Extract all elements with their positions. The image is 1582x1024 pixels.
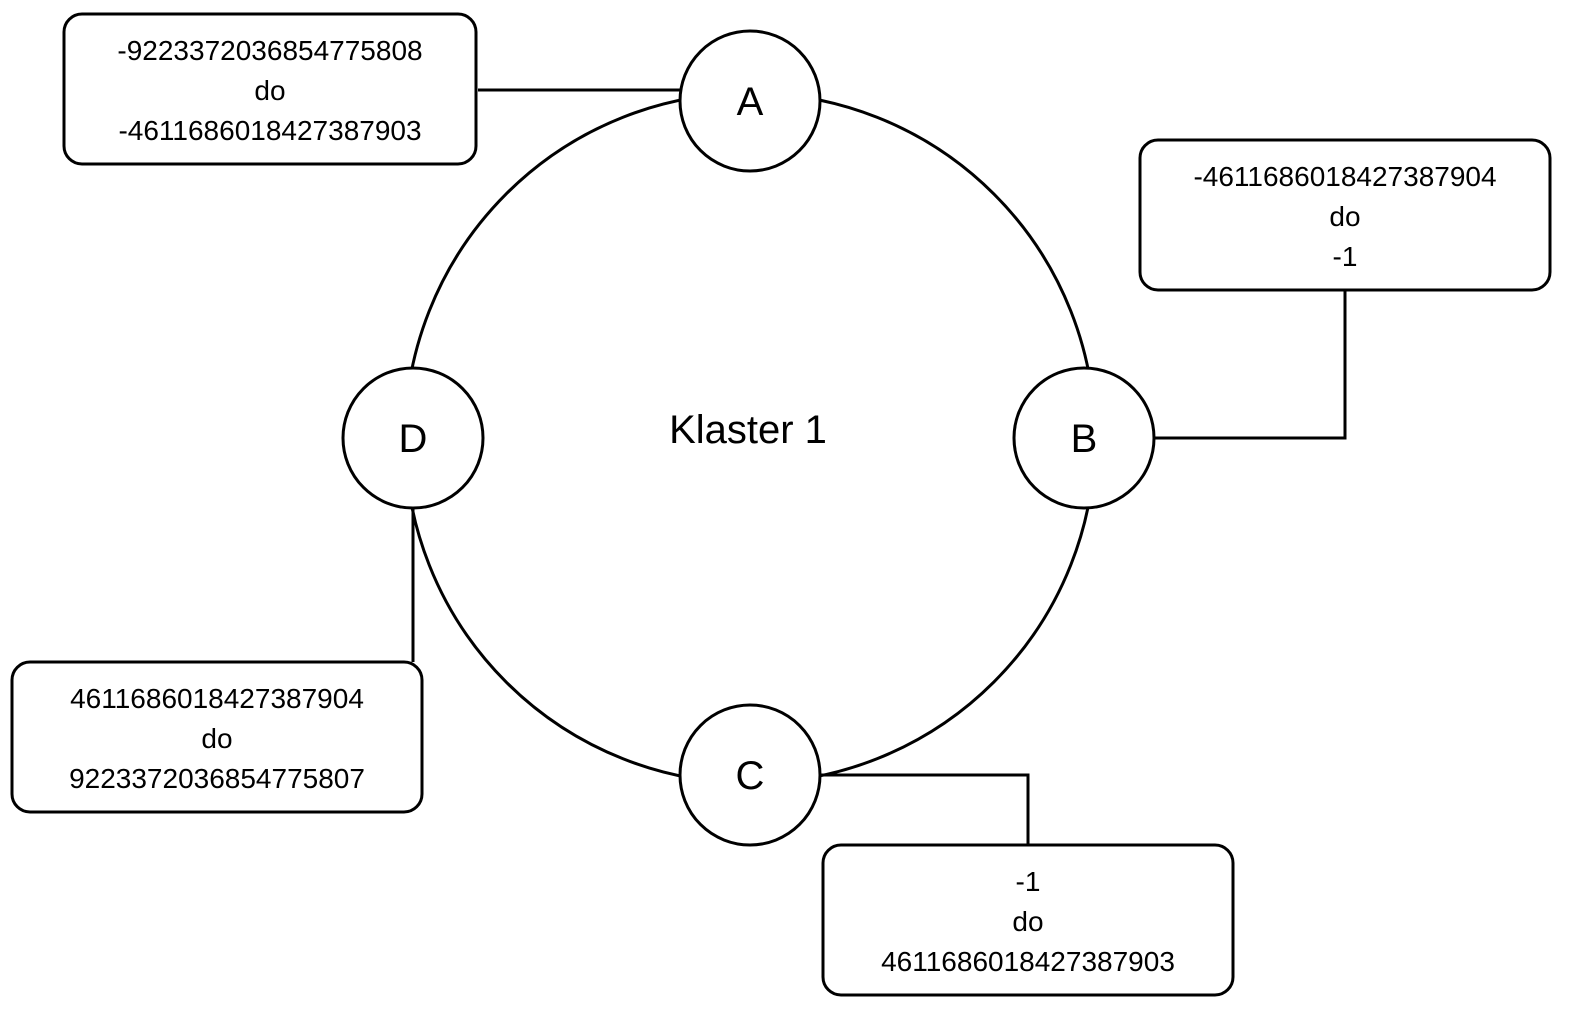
connector-b [1155, 290, 1347, 440]
range-c-sep: do [1012, 906, 1043, 937]
range-box-a: -9223372036854775808 do -461168601842738… [62, 12, 478, 166]
range-a-from: -9223372036854775808 [117, 35, 422, 66]
node-c-label: C [736, 754, 765, 798]
cluster-title: Klaster 1 [669, 408, 827, 452]
node-a[interactable]: A [678, 29, 822, 173]
connector-c [820, 773, 1030, 845]
range-b-sep: do [1329, 201, 1360, 232]
range-b-to: -1 [1333, 241, 1358, 272]
node-d-label: D [399, 417, 428, 461]
range-box-d: 4611686018427387904 do 92233720368547758… [10, 660, 424, 814]
range-d-to: 9223372036854775807 [69, 763, 365, 794]
node-b-label: B [1071, 417, 1098, 461]
range-c-to: 4611686018427387903 [881, 946, 1175, 977]
range-box-b: -4611686018427387904 do -1 [1138, 138, 1552, 292]
range-a-sep: do [254, 75, 285, 106]
range-d-from: 4611686018427387904 [70, 683, 364, 714]
range-box-c: -1 do 4611686018427387903 [821, 843, 1235, 997]
node-a-label: A [737, 80, 764, 124]
range-b-from: -4611686018427387904 [1193, 161, 1496, 192]
range-a-to: -4611686018427387903 [118, 115, 421, 146]
node-b[interactable]: B [1012, 366, 1156, 510]
node-c[interactable]: C [678, 703, 822, 847]
range-d-sep: do [201, 723, 232, 754]
range-c-from: -1 [1016, 866, 1041, 897]
node-d[interactable]: D [341, 366, 485, 510]
